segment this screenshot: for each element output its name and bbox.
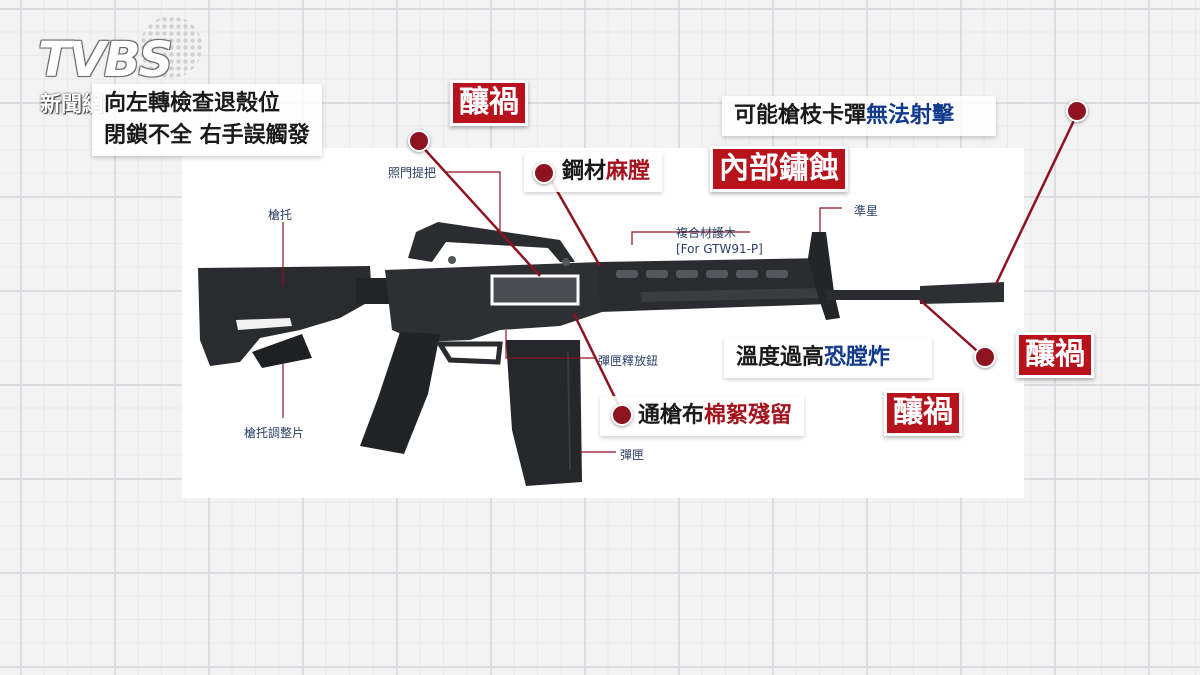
callout-cloth: 通槍布棉絮殘留 — [600, 396, 805, 436]
callout-jam-a: 可能槍枝卡彈 — [734, 103, 867, 128]
callout-cloth-dot — [611, 404, 633, 426]
label-stock: 槍托 — [268, 208, 293, 222]
label-handguard: 複合材護木 — [676, 226, 737, 240]
logo-dots — [140, 16, 202, 78]
callout-bolt: 向左轉檢查退殼位 閉鎖不全 右手誤觸發 — [92, 84, 322, 156]
callout-bolt-line2: 閉鎖不全 右手誤觸發 — [104, 123, 310, 148]
label-magazine: 彈匣 — [620, 448, 645, 462]
pistol-grip-shape — [360, 332, 440, 454]
barrel-shape — [826, 290, 922, 300]
callout-steel-a: 鋼材 — [562, 159, 607, 184]
callout-jam-b: 無法射擊 — [866, 103, 955, 128]
label-mag-release: 彈匣釋放鈕 — [598, 354, 659, 368]
label-handguard-model: [For GTW91-P] — [676, 242, 763, 256]
label-stock-plate: 槍托調整片 — [244, 426, 305, 440]
callout-bolt-line1: 向左轉檢查退殼位 — [104, 91, 281, 116]
label-carry-handle: 照門提把 — [388, 166, 437, 180]
label-front-sight: 準星 — [854, 204, 879, 218]
badge-trouble-3: 釀禍 — [884, 390, 962, 436]
handguard-shape — [598, 258, 828, 312]
ejection-port-box — [490, 274, 580, 306]
logo-name: TVBS — [38, 32, 173, 88]
carry-handle-shape — [408, 222, 575, 262]
callout-jam-dot — [1066, 100, 1088, 122]
flash-hider-shape — [920, 282, 1004, 304]
callout-bolt-dot — [408, 130, 430, 152]
magazine-shape — [506, 340, 582, 486]
callout-steel-b: 麻膛 — [606, 159, 651, 184]
callout-steel-dot — [533, 162, 555, 184]
front-sight-shape — [808, 232, 840, 320]
callout-cloth-b: 棉絮殘留 — [704, 403, 793, 428]
badge-corrosion: 內部鏽蝕 — [710, 146, 848, 192]
badge-trouble-1: 釀禍 — [450, 80, 528, 126]
stock-shape — [198, 266, 372, 366]
callout-cloth-a: 通槍布 — [638, 403, 705, 428]
badge-trouble-2: 釀禍 — [1016, 332, 1094, 378]
callout-jam: 可能槍枝卡彈無法射擊 — [722, 96, 997, 136]
callout-temp-b: 恐膛炸 — [824, 345, 891, 370]
callout-temp-dot — [974, 346, 996, 368]
callout-temp: 溫度過高恐膛炸 — [724, 338, 933, 378]
callout-steel: 鋼材麻膛 — [524, 152, 663, 192]
callout-temp-a: 溫度過高 — [736, 345, 825, 370]
